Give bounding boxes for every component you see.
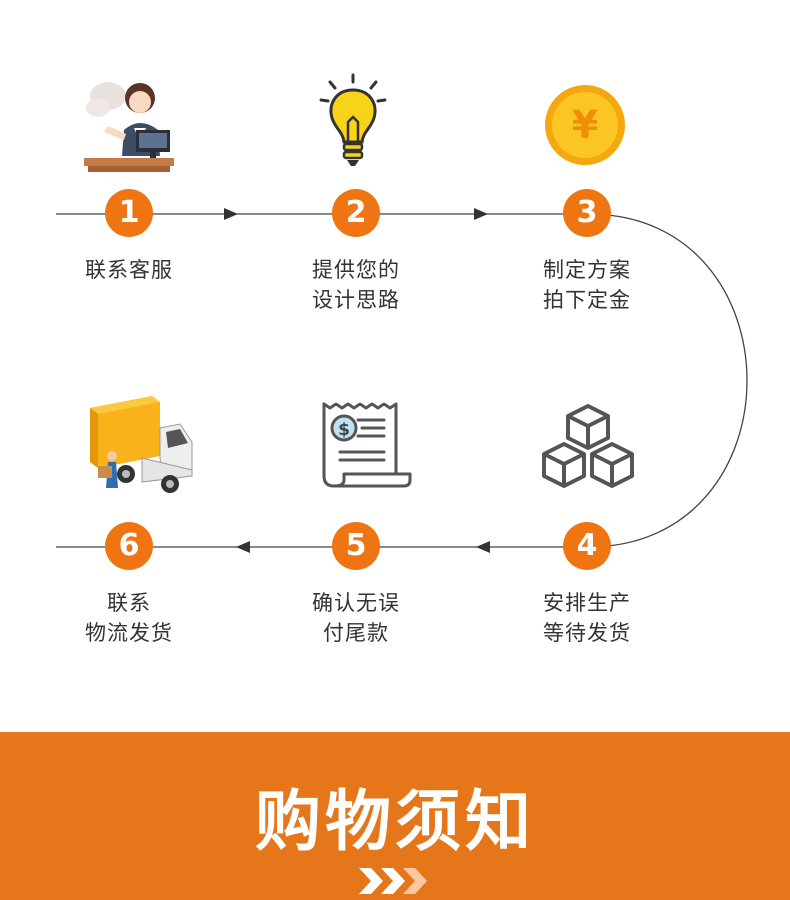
step-label-line: 制定方案 <box>543 258 631 282</box>
step-number-4: 4 <box>563 522 611 570</box>
step-number-1: 1 <box>105 189 153 237</box>
step-number-3: 3 <box>563 189 611 237</box>
step-label-line: 付尾款 <box>323 621 389 645</box>
step-label-line: 物流发货 <box>85 621 173 645</box>
shopping-notice-banner: 购物须知 <box>0 732 790 900</box>
svg-text:¥: ¥ <box>572 103 598 147</box>
chevrons-right-icon <box>359 868 427 894</box>
arrow-left-icon <box>476 541 490 553</box>
step-label-3: 制定方案 拍下定金 <box>507 255 667 315</box>
receipt-icon: $ <box>322 402 412 488</box>
step-label-line: 安排生产 <box>543 591 631 615</box>
step-number-5: 5 <box>332 522 380 570</box>
step-number-2: 2 <box>332 189 380 237</box>
boxes-icon <box>542 404 634 488</box>
step-label-line: 提供您的 <box>312 258 400 282</box>
step-label-line: 确认无误 <box>312 591 400 615</box>
banner-title: 购物须知 <box>255 783 535 860</box>
return-curve <box>587 213 748 548</box>
step-label-6: 联系 物流发货 <box>49 588 209 648</box>
step-number-6: 6 <box>105 522 153 570</box>
process-flow: ¥ $ <box>49 73 748 648</box>
customer-service-icon <box>84 82 174 172</box>
delivery-truck-icon <box>90 396 193 493</box>
step-label-line: 拍下定金 <box>543 288 631 312</box>
step-label-2: 提供您的 设计思路 <box>276 255 436 315</box>
lightbulb-icon <box>319 73 387 166</box>
step-label-4: 安排生产 等待发货 <box>507 588 667 648</box>
arrow-right-icon <box>474 208 488 220</box>
step-label-5: 确认无误 付尾款 <box>276 588 436 648</box>
step-label-line: 等待发货 <box>543 621 631 645</box>
step-label-1: 联系客服 <box>49 255 209 285</box>
step-label-line: 设计思路 <box>312 288 400 312</box>
yuan-coin-icon: ¥ <box>545 85 625 165</box>
step-label-line: 联系 <box>107 591 151 615</box>
step-label-line: 联系客服 <box>85 258 173 282</box>
svg-text:$: $ <box>338 420 350 440</box>
arrow-left-icon <box>236 541 250 553</box>
arrow-right-icon <box>224 208 238 220</box>
